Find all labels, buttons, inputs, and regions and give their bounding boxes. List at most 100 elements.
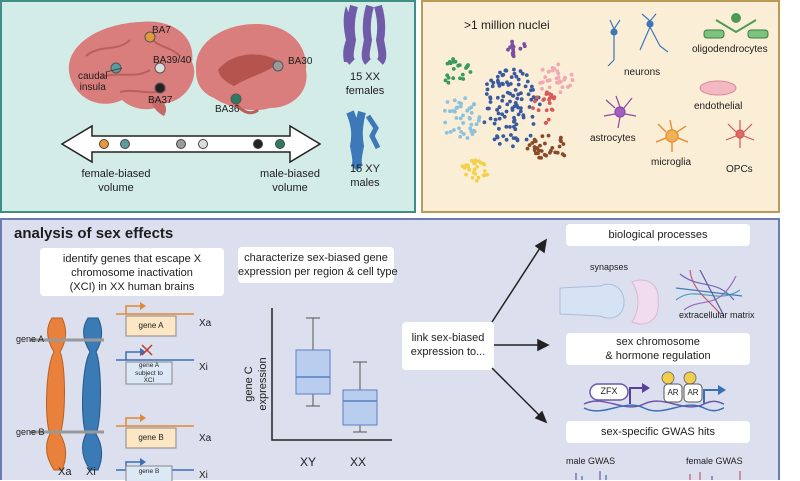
umap-point (544, 108, 549, 113)
xci-box: identify genes that escape X chromosome … (40, 248, 224, 296)
umap-point (552, 95, 557, 100)
umap-point (562, 153, 567, 158)
umap-point (445, 73, 450, 78)
boxplot-ylabel: gene C expression (243, 357, 269, 411)
umap-point (466, 63, 470, 67)
umap-point (452, 98, 457, 103)
umap-point (461, 77, 466, 81)
umap-point (472, 129, 477, 134)
boxplot-xcat-xy: XY (300, 455, 317, 469)
umap-point (500, 98, 505, 103)
umap-point (512, 71, 517, 76)
umap-point (445, 100, 450, 104)
umap-point (516, 92, 521, 97)
umap-point (485, 82, 489, 86)
label-xa-chrom: Xa (58, 466, 72, 478)
neuron-icon (607, 13, 669, 67)
umap-point (508, 125, 512, 129)
umap-point (531, 88, 535, 92)
boxplot-xcat-xx: XX (350, 455, 367, 469)
umap-point (514, 74, 519, 79)
umap-point (562, 77, 567, 82)
umap-point (495, 74, 500, 79)
umap-point (555, 69, 560, 73)
endothelial-icon (699, 80, 737, 96)
umap-point (557, 144, 562, 149)
label-gene-b: gene B (16, 427, 45, 437)
umap-point (487, 106, 491, 111)
label-ar-1: AR (667, 388, 679, 397)
umap-point (468, 70, 473, 74)
umap-point (458, 134, 463, 139)
label-synapses: synapses (590, 262, 629, 272)
umap-point (454, 106, 459, 110)
label-xi-gene-a: Xi (199, 362, 208, 373)
umap-point (475, 165, 479, 169)
umap-point (485, 87, 490, 92)
umap-point (547, 101, 552, 105)
umap-point (463, 96, 468, 101)
gene-a-xi-construct (116, 344, 194, 385)
umap-point (527, 143, 532, 148)
umap-point (514, 103, 519, 108)
label-oligodendrocytes: oligodendrocytes (692, 44, 768, 55)
region-dot-ba37 (154, 82, 166, 94)
umap-point (504, 124, 509, 129)
umap-point (482, 173, 487, 178)
umap-point (443, 108, 447, 113)
umap-point (458, 116, 463, 121)
umap-point (492, 137, 497, 142)
umap-point (523, 84, 528, 89)
umap-point (538, 143, 542, 148)
umap-point (514, 122, 519, 127)
umap-point (504, 109, 509, 114)
link-box: link sex-biased expression to... (402, 322, 494, 370)
umap-point (506, 47, 510, 52)
umap-point (451, 67, 456, 71)
umap-point (510, 42, 515, 47)
umap-point (512, 124, 516, 129)
umap-point (538, 81, 542, 85)
umap-point (518, 46, 523, 51)
umap-point (533, 151, 538, 156)
umap-point (550, 108, 555, 112)
bias-double-arrow (60, 124, 322, 164)
umap-point (515, 96, 520, 101)
gene-b-xi-construct (116, 458, 194, 481)
umap-point (530, 141, 535, 145)
umap-point (496, 111, 501, 116)
umap-point (550, 66, 555, 70)
umap-point (516, 77, 521, 82)
umap-point (524, 137, 529, 142)
umap-cluster (482, 67, 542, 149)
umap-point (477, 115, 482, 119)
umap-point (554, 76, 559, 81)
umap-point (495, 95, 500, 100)
umap-point (512, 118, 517, 123)
umap-point (536, 108, 541, 113)
umap-point (510, 106, 515, 110)
label-gene-a: gene A (16, 334, 45, 344)
gene-a-box-label: gene A (138, 321, 164, 330)
synapse-icon (559, 279, 659, 325)
umap-point (537, 102, 542, 107)
expression-box: characterize sex-biased gene expression … (238, 247, 398, 283)
umap-point (569, 72, 574, 77)
gwas-manhattan-icon (575, 471, 741, 480)
umap-point (508, 82, 513, 86)
umap-point (476, 118, 481, 123)
umap-point (537, 148, 541, 153)
umap-point (501, 82, 505, 87)
label-microglia: microglia (651, 157, 692, 168)
umap-point (548, 96, 552, 100)
label-ba36: BA36 (215, 104, 240, 115)
umap-point (444, 130, 449, 135)
umap-point (518, 109, 523, 114)
umap-point (462, 166, 467, 170)
region-dot-ba7 (144, 31, 156, 43)
umap-point (513, 88, 518, 92)
